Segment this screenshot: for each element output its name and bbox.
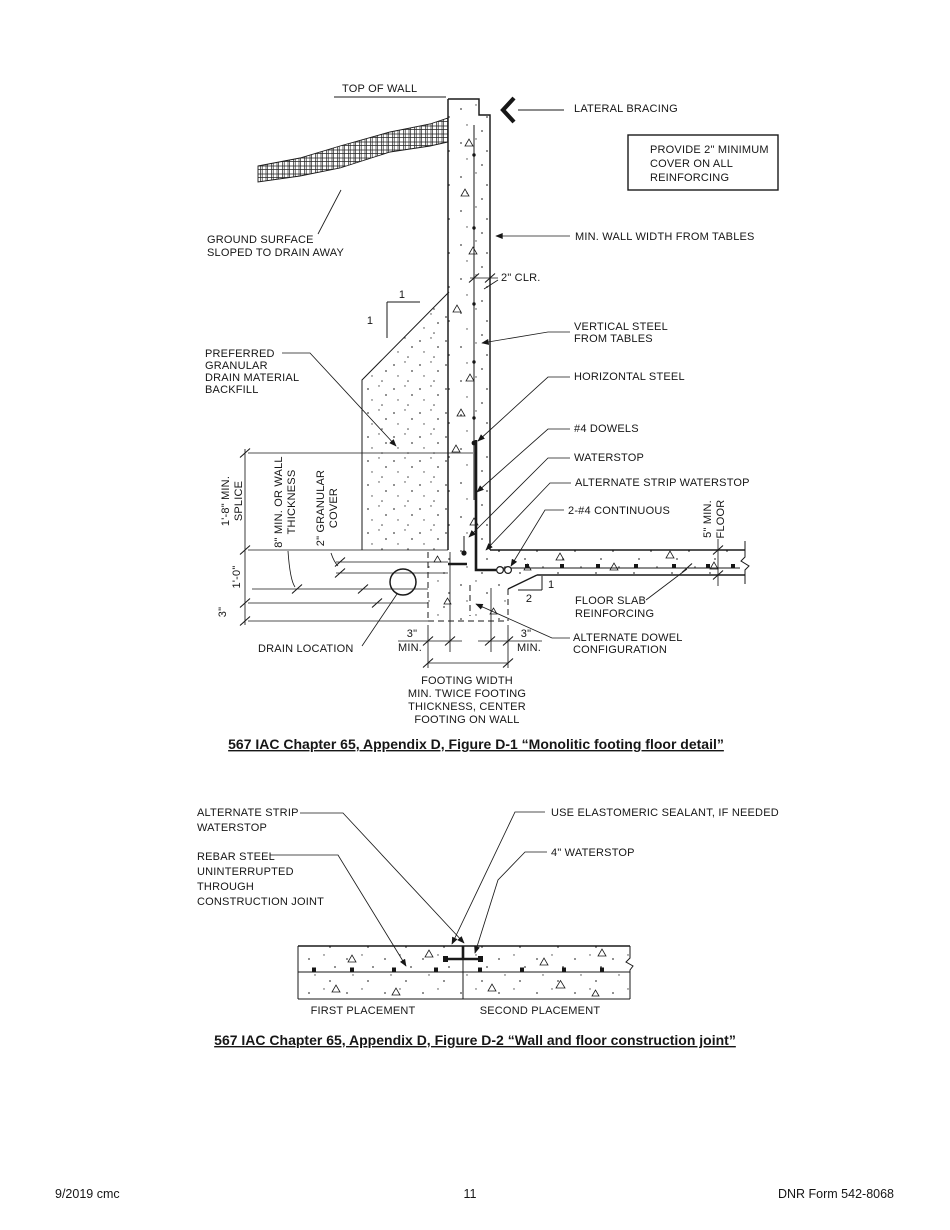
- floor-bottom-line: [507, 574, 745, 590]
- continuous-bar-section: [504, 565, 513, 574]
- slope1-rise: 1: [399, 289, 405, 301]
- note-box-line3: REINFORCING: [650, 172, 729, 184]
- alt-strip-label-2: WATERSTOP: [197, 822, 267, 834]
- horizontal-steel-label: HORIZONTAL STEEL: [574, 371, 685, 383]
- splice-dim-2: SPLICE: [233, 481, 245, 521]
- wall-thickness-dim-2: THICKNESS: [286, 470, 298, 535]
- floor-dim-2: FLOOR: [715, 500, 727, 539]
- waterstop-end: [443, 956, 448, 962]
- dimension-lines: [244, 277, 719, 668]
- three-min-right-a: 3": [521, 628, 531, 640]
- page-number: 11: [464, 1187, 477, 1201]
- waterstop-end: [478, 956, 483, 962]
- waterstop-label: WATERSTOP: [574, 452, 644, 464]
- right-break-line: [625, 946, 634, 999]
- footing-note-1: FOOTING WIDTH: [421, 675, 513, 687]
- splice-dim-1: 1'-8" MIN.: [220, 476, 232, 526]
- alt-dowel-label-2: CONFIGURATION: [573, 644, 667, 656]
- floor-slab-label-2: REINFORCING: [575, 608, 654, 620]
- backfill-label-4: BACKFILL: [205, 384, 259, 396]
- backfill-label-2: GRANULAR: [205, 360, 268, 372]
- ground-surface-label-1: GROUND SURFACE: [207, 234, 314, 246]
- wall-thickness-dim-1: 8" MIN. OR WALL: [273, 456, 285, 547]
- slab-bottom-fill: [298, 973, 630, 999]
- vertical-steel-label-2: FROM TABLES: [574, 333, 653, 345]
- clr-label: 2" CLR.: [501, 272, 541, 284]
- backfill-label-1: PREFERRED: [205, 348, 275, 360]
- vertical-steel-label-1: VERTICAL STEEL: [574, 321, 668, 333]
- floor-break-line: [740, 541, 750, 584]
- backfill-boundary: [361, 291, 450, 550]
- dimension-ticks: [239, 273, 724, 668]
- footer-left: 9/2019 cmc: [55, 1187, 120, 1201]
- aggregate-triangles: [331, 948, 607, 997]
- leader-lines: [270, 811, 547, 967]
- drain-pipe-circle: [389, 568, 417, 596]
- dowel-bar: [474, 440, 496, 572]
- footing-note-3: THICKNESS, CENTER: [408, 701, 526, 713]
- waterstop-tee: [445, 946, 481, 961]
- wall-concrete-fill: [448, 99, 490, 550]
- one-foot-dim: 1'-0": [231, 566, 243, 589]
- drain-location-label: DRAIN LOCATION: [258, 643, 354, 655]
- slope2-rise: 1: [548, 579, 554, 591]
- figure1-caption: 567 IAC Chapter 65, Appendix D, Figure D…: [228, 736, 724, 752]
- rebar-label-2: UNINTERRUPTED: [197, 866, 294, 878]
- backfill-fill: [362, 292, 449, 550]
- horizontal-bar-section: [472, 226, 476, 230]
- footer-right: DNR Form 542-8068: [778, 1187, 894, 1201]
- alt-strip-label-1: ALTERNATE STRIP: [197, 807, 299, 819]
- three-min-left-b: MIN.: [398, 642, 422, 654]
- leader-lines: [282, 189, 688, 647]
- horizontal-bar-section: [472, 360, 476, 364]
- granular-cover-dim-1: 2" GRANULAR: [315, 470, 327, 546]
- figure2-caption: 567 IAC Chapter 65, Appendix D, Figure D…: [214, 1032, 736, 1048]
- floor-dim-1: 5" MIN.: [702, 500, 714, 538]
- first-placement-label: FIRST PLACEMENT: [311, 1005, 416, 1017]
- three-inch-dim: 3": [217, 607, 229, 617]
- min-wall-width-label: MIN. WALL WIDTH FROM TABLES: [575, 231, 755, 243]
- three-min-left-a: 3": [407, 628, 417, 640]
- footing-dashed-outline: [427, 552, 509, 622]
- waterstop4-label: 4" WATERSTOP: [551, 847, 635, 859]
- granular-cover-dim-2: COVER: [328, 488, 340, 528]
- lateral-bracing-arrow-icon: [500, 96, 516, 124]
- ground-surface-label-2: SLOPED TO DRAIN AWAY: [207, 247, 345, 259]
- footing-note-4: FOOTING ON WALL: [414, 714, 519, 726]
- ground-surface-hatch: [257, 117, 449, 183]
- second-placement-label: SECOND PLACEMENT: [480, 1005, 601, 1017]
- slope1-run: 1: [367, 315, 373, 327]
- floor-slab-fill: [490, 550, 745, 575]
- horizontal-bar-section: [472, 302, 476, 306]
- alt-strip-waterstop-label: ALTERNATE STRIP WATERSTOP: [575, 477, 750, 489]
- wall-outline: [447, 98, 491, 550]
- horizontal-bar-section: [472, 153, 476, 157]
- rebar-label-1: REBAR STEEL: [197, 851, 275, 863]
- slope-symbols: [386, 301, 543, 591]
- note-box-line2: COVER ON ALL: [650, 158, 733, 170]
- continuous-bar-section: [496, 565, 505, 574]
- horizontal-bar-section: [472, 416, 476, 420]
- rebar-label-3: THROUGH: [197, 881, 254, 893]
- top-of-wall-label: TOP OF WALL: [342, 83, 417, 95]
- continuous-label: 2-#4 CONTINUOUS: [568, 505, 670, 517]
- note-box: [627, 134, 779, 191]
- figure2-drawing: ALTERNATE STRIP WATERSTOP REBAR STEEL UN…: [197, 807, 779, 1048]
- figure1-drawing: TOP OF WALL LATERAL BRACING PROVIDE 2" M…: [205, 83, 779, 752]
- backfill-label-3: DRAIN MATERIAL: [205, 372, 299, 384]
- sealant-label: USE ELASTOMERIC SEALANT, IF NEEDED: [551, 807, 779, 819]
- dowels-label: #4 DOWELS: [574, 423, 639, 435]
- page-footer: 9/2019 cmc 11 DNR Form 542-8068: [55, 1187, 894, 1201]
- note-box-line1: PROVIDE 2" MINIMUM: [650, 144, 769, 156]
- three-min-right-b: MIN.: [517, 642, 541, 654]
- footing-note-2: MIN. TWICE FOOTING: [408, 688, 526, 700]
- rebar-label-4: CONSTRUCTION JOINT: [197, 896, 324, 908]
- alt-dowel-label-1: ALTERNATE DOWEL: [573, 632, 683, 644]
- waterstop-bulb: [461, 550, 467, 556]
- aggregate-triangles: [433, 138, 719, 615]
- lateral-bracing-label: LATERAL BRACING: [574, 103, 678, 115]
- floor-slab-label-1: FLOOR SLAB: [575, 595, 646, 607]
- slope2-run: 2: [526, 593, 532, 605]
